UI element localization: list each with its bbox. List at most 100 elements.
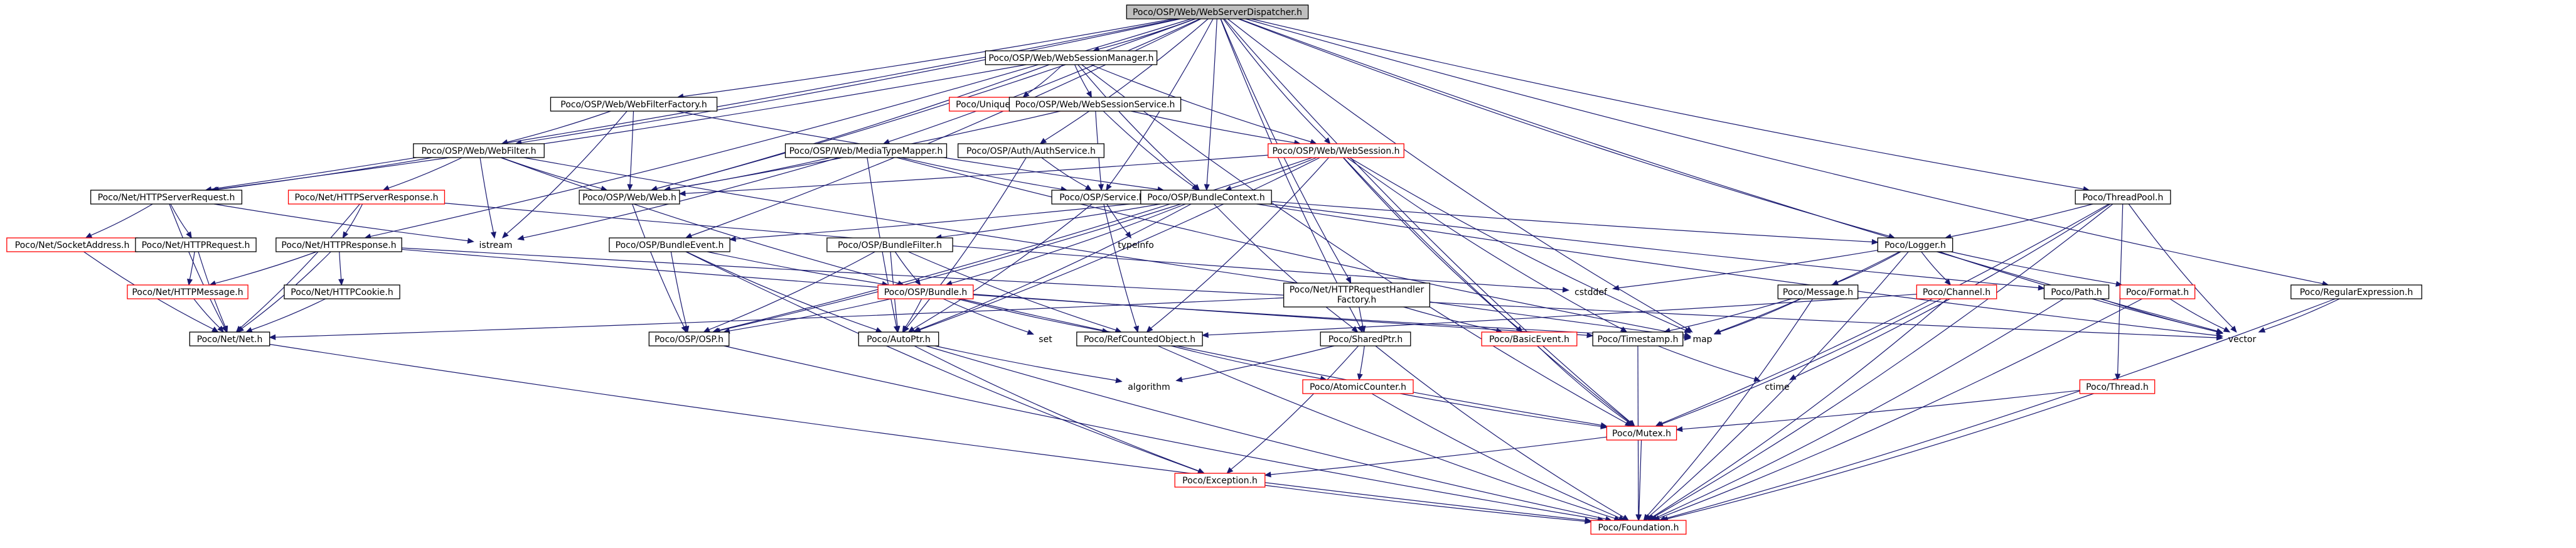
node-typeinfo: typeinfo [1118,240,1154,250]
node-poco-format-h[interactable]: Poco/Format.h [2119,284,2196,299]
node-poco-osp-osp-h[interactable]: Poco/OSP/OSP.h [648,331,730,347]
node-poco-osp-web-webfilter-h[interactable]: Poco/OSP/Web/WebFilter.h [413,143,545,158]
node-box [648,331,730,347]
node-poco-net-socketaddress-h[interactable]: Poco/Net/SocketAddress.h [6,237,138,252]
node-label: Poco/BasicEvent.h [1489,335,1569,345]
edge-osp-to-found [724,345,1605,522]
node-box [1008,97,1182,112]
node-box [1140,190,1272,205]
node-poco-osp-auth-authservice-h[interactable]: Poco/OSP/Auth/AuthService.h [958,143,1105,158]
edge-wf-to-istream [479,157,496,239]
node-label: Poco/Net/HTTPServerResponse.h [294,193,438,203]
node-poco-osp-web-mediatypemapper-h[interactable]: Poco/OSP/Web/MediaTypeMapper.h [784,143,948,158]
edge-path-to-found [1650,298,2064,521]
node-poco-osp-bundle-h[interactable]: Poco/OSP/Bundle.h [877,284,974,299]
node-poco-sharedptr-h[interactable]: Poco/SharedPtr.h [1320,331,1411,347]
node-label: map [1692,335,1712,345]
edge-ts-to-ctime [1657,345,1761,382]
edge-bctx-to-path [1269,203,2045,291]
node-poco-channel-h[interactable]: Poco/Channel.h [1916,284,1997,299]
node-poco-net-net-h[interactable]: Poco/Net/Net.h [189,331,270,347]
node-label: cstddef [1574,287,1608,298]
node-poco-net-httprequest-h[interactable]: Poco/Net/HTTPRequest.h [135,237,257,252]
node-label: Poco/OSP/OSP.h [655,335,724,345]
edge-path-to-vector [2100,298,2223,335]
node-label: Poco/Foundation.h [1598,523,1679,533]
edge-wff-to-istream [501,110,628,239]
node-label: Poco/OSP/Web/WebSession.h [1272,146,1399,156]
node-poco-foundation-h[interactable]: Poco/Foundation.h [1590,520,1687,535]
edge-wf-to-web [501,157,608,191]
edge-wff-to-wf [501,110,611,145]
node-poco-net-httpserverresponse-h[interactable]: Poco/Net/HTTPServerResponse.h [287,190,446,205]
edge-sptr-to-found [1375,345,1630,521]
node-poco-exception-h[interactable]: Poco/Exception.h [1174,473,1266,488]
edge-wsd-to-auth [1039,18,1209,144]
node-poco-osp-web-webfilterfactory-h[interactable]: Poco/OSP/Web/WebFilterFactory.h [550,97,718,112]
node-label: Poco/OSP/Web/WebFilterFactory.h [560,100,707,110]
node-poco-osp-bundleevent-h[interactable]: Poco/OSP/BundleEvent.h [609,237,730,252]
node-label: Poco/Mutex.h [1612,429,1671,439]
edges-layer [83,18,2340,524]
node-label: Poco/Net/HTTPRequest.h [142,240,250,250]
node-poco-thread-h[interactable]: Poco/Thread.h [2079,379,2156,394]
node-poco-net-httpresponse-h[interactable]: Poco/Net/HTTPResponse.h [275,237,402,252]
node-poco-osp-service-h[interactable]: Poco/OSP/Service.h [1051,190,1153,205]
node-poco-path-h[interactable]: Poco/Path.h [2043,284,2110,299]
node-poco-osp-bundlecontext-h[interactable]: Poco/OSP/BundleContext.h [1140,190,1272,205]
node-poco-refcountedobject-h[interactable]: Poco/RefCountedObject.h [1076,331,1203,347]
edge-hsreq-to-istream [213,203,474,244]
edge-mutex-to-found [1636,439,1642,522]
edge-thread-to-mutex [1675,390,2080,432]
node-box [550,97,718,112]
node-poco-net-httpmessage-h[interactable]: Poco/Net/HTTPMessage.h [127,284,249,299]
node-label: Poco/OSP/Web/WebSessionService.h [1015,100,1175,110]
edge-bctx-to-bev [729,202,1141,242]
node-poco-atomiccounter-h[interactable]: Poco/AtomicCounter.h [1302,379,1414,394]
node-map: map [1692,335,1712,345]
node-poco-threadpool-h[interactable]: Poco/ThreadPool.h [2075,190,2171,205]
node-label: Poco/Net/HTTPMessage.h [132,287,243,298]
node-box [826,237,953,252]
node-box [189,331,270,347]
edge-sptr-to-algorithm [1175,345,1335,382]
edge-sptr-to-ac [1357,345,1365,381]
edge-wsd-to-ws [1222,18,1331,144]
node-label: Poco/Message.h [1783,287,1853,298]
node-label: vector [2228,335,2257,345]
edge-wss-to-bctx [1103,110,1199,191]
edge-wsd-to-bctx [1204,18,1217,191]
node-poco-autoptr-h[interactable]: Poco/AutoPtr.h [858,331,939,347]
edge-logger-to-channel [1921,251,1952,286]
node-box [1916,284,1997,299]
node-poco-osp-web-websession-h[interactable]: Poco/OSP/Web/WebSession.h [1268,143,1404,158]
node-label: Poco/Channel.h [1923,287,1991,298]
edge-wf-to-hsreq [211,157,433,193]
node-poco-regularexpression-h[interactable]: Poco/RegularExpression.h [2290,284,2422,299]
edge-hcookie-to-net [245,298,326,333]
node-poco-message-h[interactable]: Poco/Message.h [1777,284,1859,299]
node-poco-osp-web-websessionservice-h[interactable]: Poco/OSP/Web/WebSessionService.h [1008,97,1182,112]
edge-mutex-to-exc [1264,436,1607,478]
node-label: Poco/OSP/Web/MediaTypeMapper.h [789,146,943,156]
node-label: Poco/Format.h [2126,287,2189,298]
node-poco-osp-web-websessionmanager-h[interactable]: Poco/OSP/Web/WebSessionManager.h [985,50,1158,65]
node-poco-mutex-h[interactable]: Poco/Mutex.h [1606,426,1677,441]
node-poco-osp-web-web-h[interactable]: Poco/OSP/Web/Web.h [579,190,680,205]
edge-tp-to-mutex [1655,203,2109,427]
node-poco-osp-bundlefilter-h[interactable]: Poco/OSP/BundleFilter.h [826,237,953,252]
node-poco-timestamp-h[interactable]: Poco/Timestamp.h [1592,331,1684,347]
node-poco-net-httpcookie-h[interactable]: Poco/Net/HTTPCookie.h [284,284,400,299]
node-label: Poco/SharedPtr.h [1328,335,1403,345]
node-box [2119,284,2196,299]
node-label: Poco/ThreadPool.h [2083,193,2164,203]
node-poco-logger-h[interactable]: Poco/Logger.h [1877,237,1953,252]
node-box [2079,379,2156,394]
node-poco-net-httpserverrequest-h[interactable]: Poco/Net/HTTPServerRequest.h [90,190,243,205]
node-poco-basicevent-h[interactable]: Poco/BasicEvent.h [1481,331,1578,347]
edge-bundle-to-rco [956,298,1109,334]
edge-ac-to-found [1371,393,1626,521]
node-label: Poco/OSP/Web/Web.h [582,193,676,203]
